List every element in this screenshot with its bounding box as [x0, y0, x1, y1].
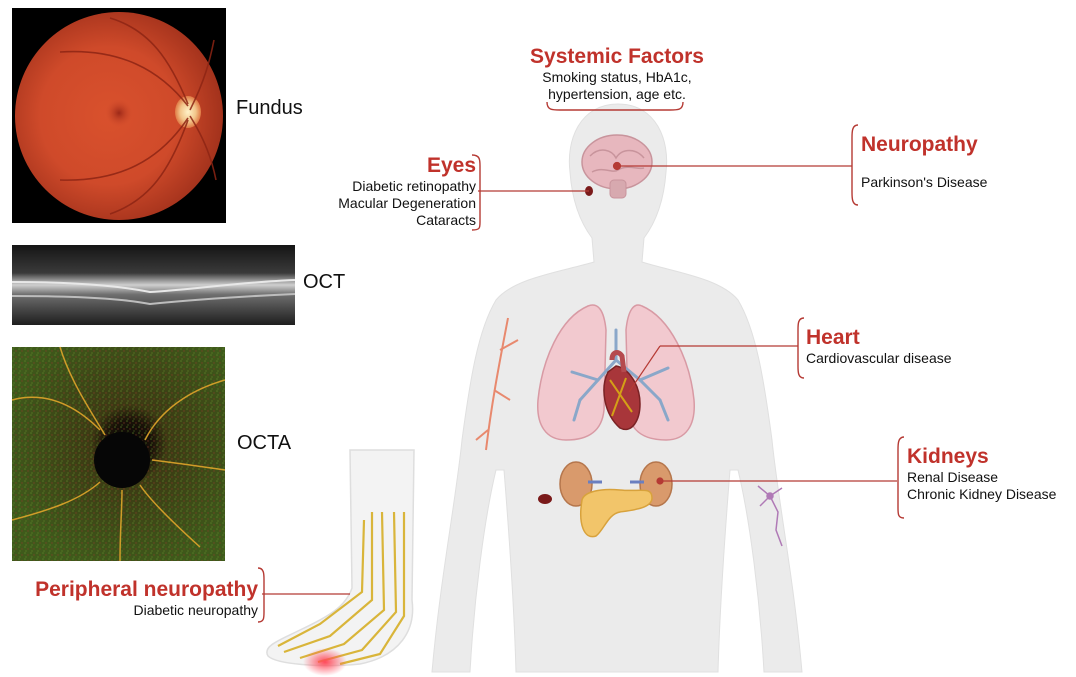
eyes-item: Cataracts	[300, 212, 476, 229]
systemic-factors-line: hypertension, age etc.	[500, 86, 734, 103]
oct-image	[12, 245, 295, 325]
fundus-label: Fundus	[236, 97, 303, 120]
octa-label: OCTA	[237, 432, 291, 455]
eyes-item: Diabetic retinopathy	[300, 178, 476, 195]
neuropathy-title: Neuropathy	[861, 133, 1061, 157]
peripheral-neuropathy-callout: Peripheral neuropathy Diabetic neuropath…	[20, 578, 258, 619]
kidneys-item: Renal Disease	[907, 469, 1073, 486]
neuropathy-callout: Neuropathy Parkinson's Disease	[861, 133, 1061, 191]
oct-label: OCT	[303, 271, 345, 294]
eyes-callout: Eyes Diabetic retinopathy Macular Degene…	[300, 154, 476, 229]
systemic-factors-title: Systemic Factors	[500, 45, 734, 69]
systemic-factors-line: Smoking status, HbA1c,	[500, 69, 734, 86]
peripheral-neuropathy-item: Diabetic neuropathy	[20, 602, 258, 619]
kidneys-title: Kidneys	[907, 445, 1073, 469]
heart-item: Cardiovascular disease	[806, 350, 1006, 367]
peripheral-neuropathy-title: Peripheral neuropathy	[20, 578, 258, 602]
heart-callout: Heart Cardiovascular disease	[806, 326, 1006, 367]
foot	[267, 450, 414, 676]
systemic-factors-callout: Systemic Factors Smoking status, HbA1c, …	[500, 45, 734, 103]
heart-title: Heart	[806, 326, 1006, 350]
kidneys-item: Chronic Kidney Disease	[907, 486, 1073, 503]
neuropathy-item: Parkinson's Disease	[861, 174, 1061, 191]
octa-image	[12, 347, 225, 561]
fundus-image	[12, 8, 226, 223]
kidneys-callout: Kidneys Renal Disease Chronic Kidney Dis…	[907, 445, 1073, 503]
eyes-title: Eyes	[300, 154, 476, 178]
eyes-item: Macular Degeneration	[300, 195, 476, 212]
spleen-dot	[538, 494, 552, 504]
